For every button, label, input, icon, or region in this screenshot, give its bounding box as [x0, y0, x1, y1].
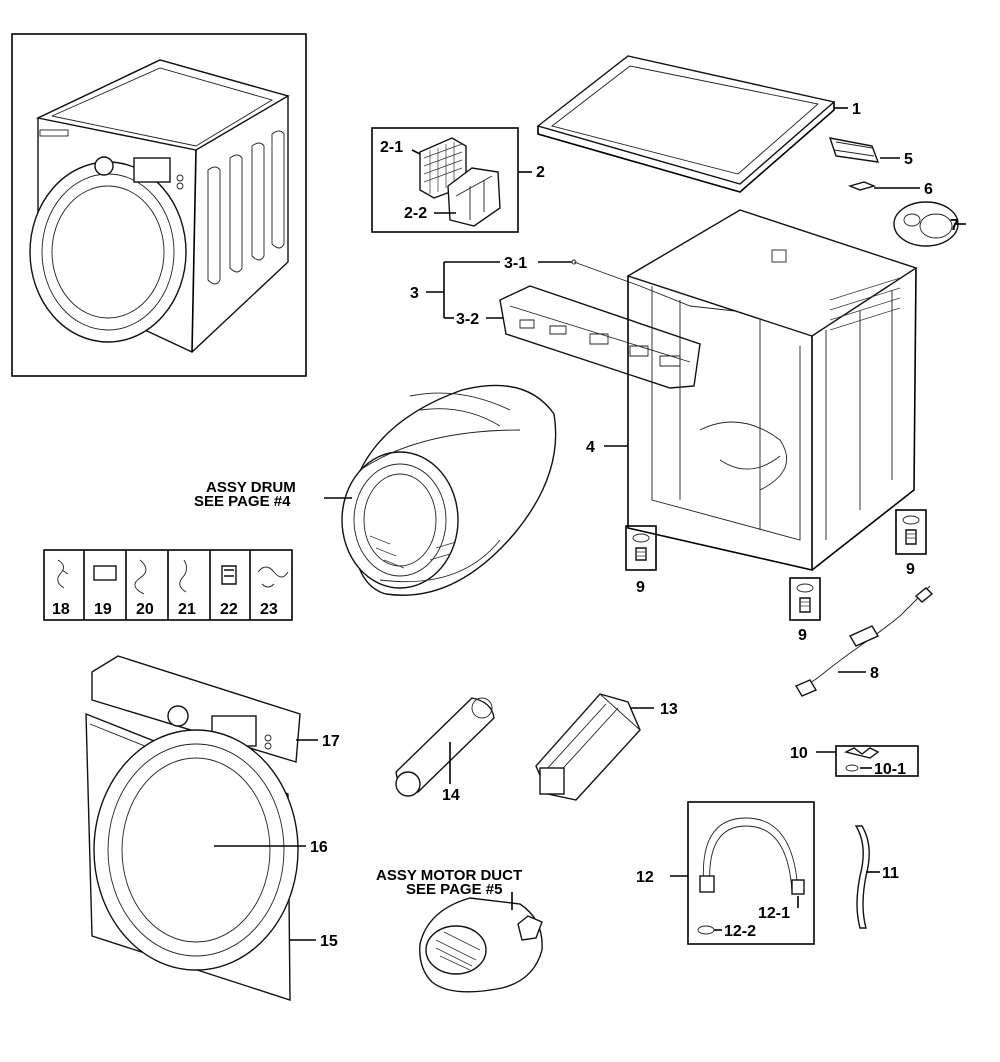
assy-drum-note-line1: ASSY DRUM	[206, 479, 296, 496]
callout-12: 12	[636, 869, 654, 886]
callout-13: 13	[660, 701, 678, 718]
callout-9a: 9	[636, 579, 645, 596]
accessory-22-label: 22	[220, 601, 238, 618]
power-cord-part-8: 8	[794, 585, 934, 697]
top-plate-part-1: 1	[536, 55, 861, 193]
callout-15: 15	[320, 933, 338, 950]
kit-part-10: 10 10-1	[790, 745, 919, 778]
callout-9c: 9	[798, 627, 807, 644]
leg-part-9-right: 9	[895, 509, 927, 578]
drum-assembly: ASSY DRUM SEE PAGE #4	[194, 384, 557, 596]
accessory-20-label: 20	[136, 601, 154, 618]
callout-7: 7	[950, 217, 959, 234]
callout-8: 8	[870, 665, 879, 682]
accessory-19-label: 19	[94, 601, 112, 618]
leg-part-9-left: 9	[625, 525, 657, 596]
callout-9b: 9	[906, 561, 915, 578]
callout-12-2: 12-2	[724, 923, 756, 940]
accessories-strip: 18 19 20 21 22 23	[43, 549, 293, 621]
callout-4: 4	[586, 439, 595, 456]
assy-motor-duct-note-line1: ASSY MOTOR DUCT	[376, 867, 522, 884]
callout-11: 11	[882, 865, 899, 882]
callout-2-2: 2-2	[404, 205, 427, 222]
accessory-23-icon	[257, 566, 289, 588]
hose-assembly-part-12: 12 12-1 12-2	[636, 801, 815, 945]
accessory-23-label: 23	[260, 601, 278, 618]
callout-10: 10	[790, 745, 808, 762]
callout-10-1: 10-1	[874, 761, 906, 778]
accessory-18-icon	[57, 559, 69, 589]
clip-part-6: 6	[847, 181, 933, 198]
callout-17: 17	[322, 733, 340, 750]
filter-assembly-part-2: 2-1 2-2 2	[371, 127, 545, 233]
callout-3-2: 3-2	[456, 311, 479, 328]
assembled-dryer-inset	[11, 33, 307, 377]
accessory-22-icon	[221, 565, 237, 585]
callout-6: 6	[924, 181, 933, 198]
callout-16: 16	[310, 839, 328, 856]
hose-part-11: 11	[854, 825, 899, 929]
assy-drum-note-line2: SEE PAGE #4	[194, 493, 291, 510]
bracket-part-5: 5	[828, 137, 913, 168]
callout-3: 3	[410, 285, 419, 302]
callout-5: 5	[904, 151, 913, 168]
accessory-21-label: 21	[178, 601, 196, 618]
assy-motor-duct-note-line2: SEE PAGE #5	[406, 881, 502, 898]
cabinet-part-4: 4	[586, 209, 918, 572]
duct-part-14: 14	[395, 697, 495, 804]
accessory-19-icon	[93, 565, 117, 581]
callout-14: 14	[442, 787, 460, 804]
callout-2: 2	[536, 164, 545, 181]
leg-part-9-center: 9	[789, 577, 821, 644]
duct-cover-part-7: 7	[893, 201, 966, 247]
motor-duct-assembly: ASSY MOTOR DUCT SEE PAGE #5	[376, 867, 543, 993]
accessory-21-icon	[179, 559, 187, 593]
callout-1: 1	[852, 101, 861, 118]
control-bracket-part-3: 3 3-1 3-2	[410, 255, 745, 389]
callout-3-1: 3-1	[504, 255, 527, 272]
door-part-16	[93, 729, 299, 971]
accessory-18-label: 18	[52, 601, 70, 618]
callout-2-1: 2-1	[380, 139, 403, 156]
accessory-20-icon	[134, 559, 147, 595]
front-panel-assembly: 17 16 15	[85, 655, 340, 1001]
callout-12-1: 12-1	[758, 905, 790, 922]
heater-part-13: 13	[535, 693, 678, 801]
